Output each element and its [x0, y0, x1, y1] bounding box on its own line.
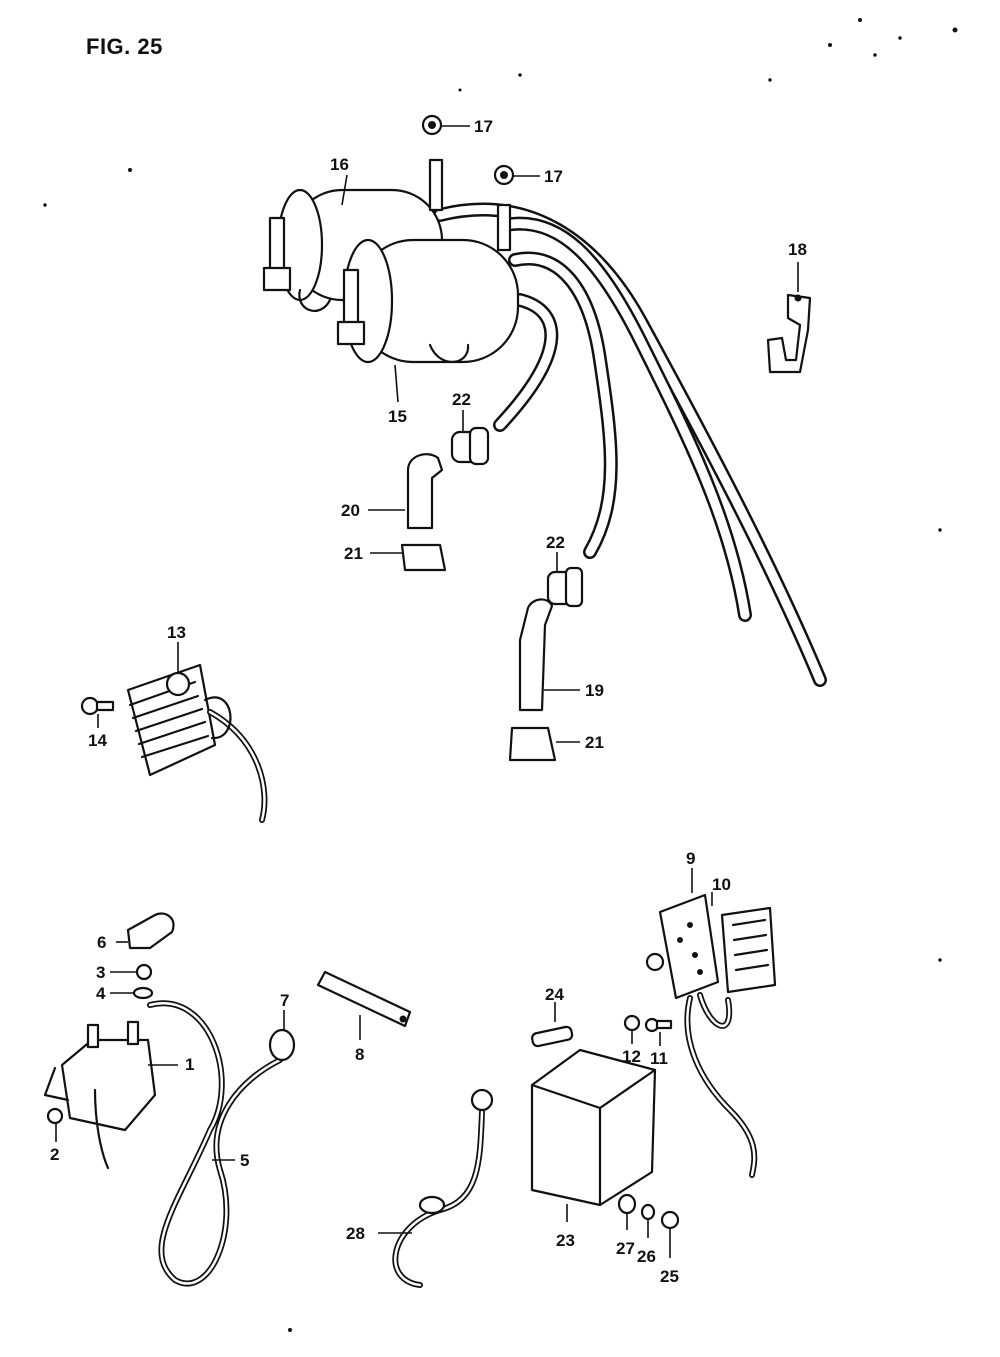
part-label-16: 16	[330, 155, 349, 174]
rectifier-wires	[684, 992, 758, 1178]
part-label-20: 20	[341, 501, 360, 520]
part-label-11: 11	[650, 1049, 668, 1068]
part-label-2: 2	[50, 1145, 59, 1164]
part-label-14: 14	[88, 731, 107, 750]
scan-speckles	[43, 18, 958, 1332]
fuse-24	[531, 1025, 574, 1048]
connector-10	[720, 906, 777, 994]
part-label-12: 12	[622, 1047, 641, 1066]
strap-8	[316, 970, 412, 1028]
battery-cable-28	[392, 1088, 494, 1288]
part-label-21-lower: 21	[585, 733, 604, 752]
leader-lines	[55, 125, 799, 1258]
starter-cable-5	[147, 1000, 283, 1287]
part-label-13: 13	[167, 623, 186, 642]
starter-relay-1	[43, 1020, 157, 1170]
part-label-22-upper: 22	[452, 390, 471, 409]
washer-27	[617, 1193, 637, 1215]
clamp-18	[766, 293, 812, 374]
washer-26	[640, 1203, 656, 1221]
regulator-13	[126, 663, 268, 823]
part-label-15: 15	[388, 407, 407, 426]
seal-22-upper	[450, 426, 490, 466]
bolt-25	[660, 1210, 680, 1230]
part-label-6: 6	[97, 933, 106, 952]
part-label-17-upper: 17	[474, 117, 493, 136]
washer-4	[132, 986, 154, 1000]
part-label-9: 9	[686, 849, 695, 868]
part-label-25: 25	[660, 1267, 679, 1286]
part-label-8: 8	[355, 1045, 364, 1064]
part-label-24: 24	[545, 985, 564, 1004]
bolt-11	[644, 1017, 673, 1033]
part-labels: 1 2 3 4 5 6 7 8 9 10 11 12 13 14 15 16 1…	[50, 117, 807, 1286]
screw-2	[46, 1107, 64, 1125]
seal-22-lower	[546, 566, 584, 608]
plug-cap-20	[400, 453, 447, 572]
part-label-18: 18	[788, 240, 807, 259]
plug-cap-19	[508, 598, 557, 762]
washer-12	[623, 1014, 641, 1032]
part-label-28: 28	[346, 1224, 365, 1243]
part-label-22-lower: 22	[546, 533, 565, 552]
part-label-19: 19	[585, 681, 604, 700]
figure-title: FIG. 25	[86, 34, 163, 59]
box-23	[530, 1048, 657, 1207]
part-label-5: 5	[240, 1151, 249, 1170]
relay-cap-6	[126, 912, 175, 950]
ignition-coil-15	[336, 203, 520, 364]
part-label-17-lower: 17	[544, 167, 563, 186]
part-label-10: 10	[712, 875, 731, 894]
part-label-27: 27	[616, 1239, 635, 1258]
part-label-1: 1	[185, 1055, 194, 1074]
screw-14	[80, 696, 115, 716]
high-tension-leads	[433, 202, 827, 687]
part-label-4: 4	[96, 984, 106, 1003]
part-label-23: 23	[556, 1231, 575, 1250]
nut-3	[135, 963, 153, 981]
part-label-3: 3	[96, 963, 105, 982]
rectifier-9	[645, 893, 720, 1000]
coil-nuts	[421, 114, 515, 186]
boot-7	[268, 1028, 296, 1062]
part-label-7: 7	[280, 991, 289, 1010]
part-label-26: 26	[637, 1247, 656, 1266]
part-label-21-upper: 21	[344, 544, 363, 563]
